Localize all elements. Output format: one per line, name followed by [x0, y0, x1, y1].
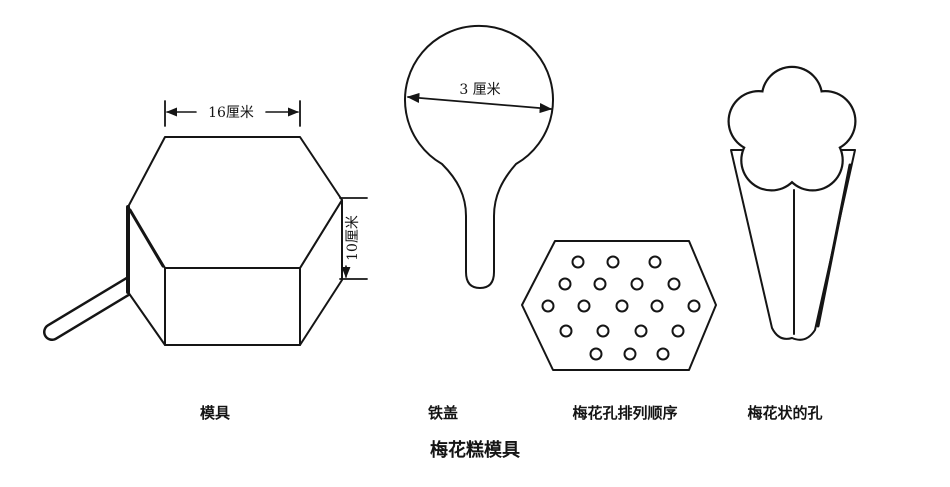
lid-diameter-label: 3 厘米 — [459, 82, 500, 98]
hole — [650, 299, 664, 313]
plum-flower-top — [727, 65, 857, 192]
hole — [593, 277, 607, 291]
hole — [558, 277, 572, 291]
mold-height-dimension: 10厘米 — [339, 197, 368, 280]
hole — [596, 324, 610, 338]
hole — [648, 255, 662, 269]
hole — [634, 324, 648, 338]
hole — [615, 299, 629, 313]
mold-height-label: 10厘米 — [345, 215, 361, 261]
hole — [671, 324, 685, 338]
hole — [541, 299, 555, 313]
mold: 16厘米 10厘米 — [43, 100, 368, 346]
mold-width-dimension: 16厘米 — [164, 100, 301, 127]
hole — [667, 277, 681, 291]
label-mold: 模具 — [200, 404, 230, 422]
hole — [571, 255, 585, 269]
mold-width-label: 16厘米 — [208, 105, 254, 121]
hole — [656, 347, 670, 361]
hole — [630, 277, 644, 291]
lid-diameter-line — [406, 92, 553, 114]
plum-blossom-hole — [727, 65, 857, 341]
iron-lid: 3 厘米 — [404, 24, 554, 289]
hole — [589, 347, 603, 361]
plum-hole-shadow — [816, 163, 852, 328]
mold-inner-edge — [128, 208, 165, 268]
hole — [623, 347, 637, 361]
diagram-title: 梅花糕模具 — [430, 439, 520, 461]
flower-center — [762, 102, 822, 162]
lid-outline — [404, 24, 554, 289]
label-lid: 铁盖 — [428, 404, 458, 422]
hole — [577, 299, 591, 313]
hole — [606, 255, 620, 269]
hole — [687, 299, 701, 313]
mold-front-face — [164, 267, 301, 346]
mold-top-face — [127, 136, 343, 269]
hole-grid — [541, 255, 701, 361]
label-plum-hole: 梅花状的孔 — [747, 404, 822, 422]
hole — [559, 324, 573, 338]
label-hole-arrangement: 梅花孔排列顺序 — [572, 404, 677, 422]
hole-arrangement — [521, 240, 717, 371]
